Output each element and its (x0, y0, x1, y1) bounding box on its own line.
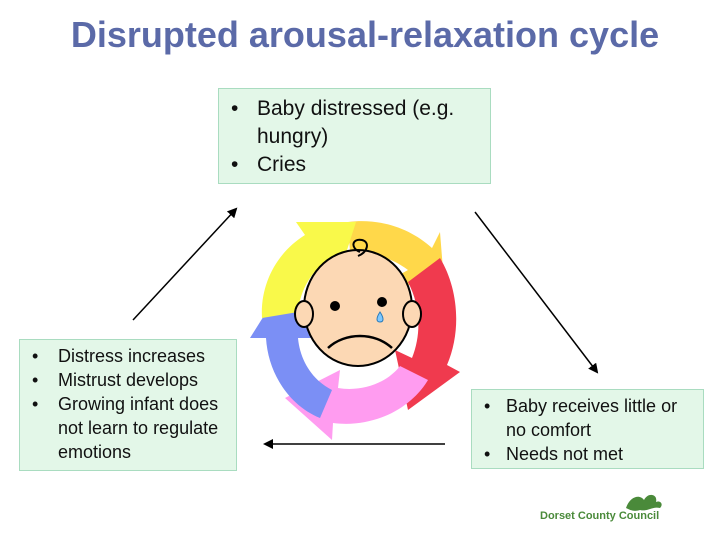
dragon-icon (626, 494, 662, 511)
list-item: Baby distressed (e.g. hungry) (223, 95, 486, 151)
arrow-top-to-right (474, 211, 599, 374)
list-item: Baby receives little or no comfort (476, 394, 699, 442)
list-item: Growing infant does not learn to regulat… (24, 392, 232, 464)
list-item: Cries (223, 151, 486, 179)
slide-title: Disrupted arousal-relaxation cycle (70, 14, 660, 55)
box-distress-increases: Distress increases Mistrust develops Gro… (19, 339, 237, 471)
circular-arrows-wheel (250, 221, 460, 440)
wheel-arrow-blue (250, 287, 332, 418)
wheel-arrow-yellow (261, 222, 356, 318)
box-little-comfort: Baby receives little or no comfort Needs… (471, 389, 704, 469)
list-item: Distress increases (24, 344, 232, 368)
arrow-left-to-top (132, 207, 238, 321)
list-item: Needs not met (476, 442, 699, 466)
list-item: Mistrust develops (24, 368, 232, 392)
council-logo-text: Dorset County Council (540, 510, 660, 522)
box-baby-distressed: Baby distressed (e.g. hungry) Cries (218, 88, 491, 184)
sad-baby-face-icon (294, 238, 422, 367)
